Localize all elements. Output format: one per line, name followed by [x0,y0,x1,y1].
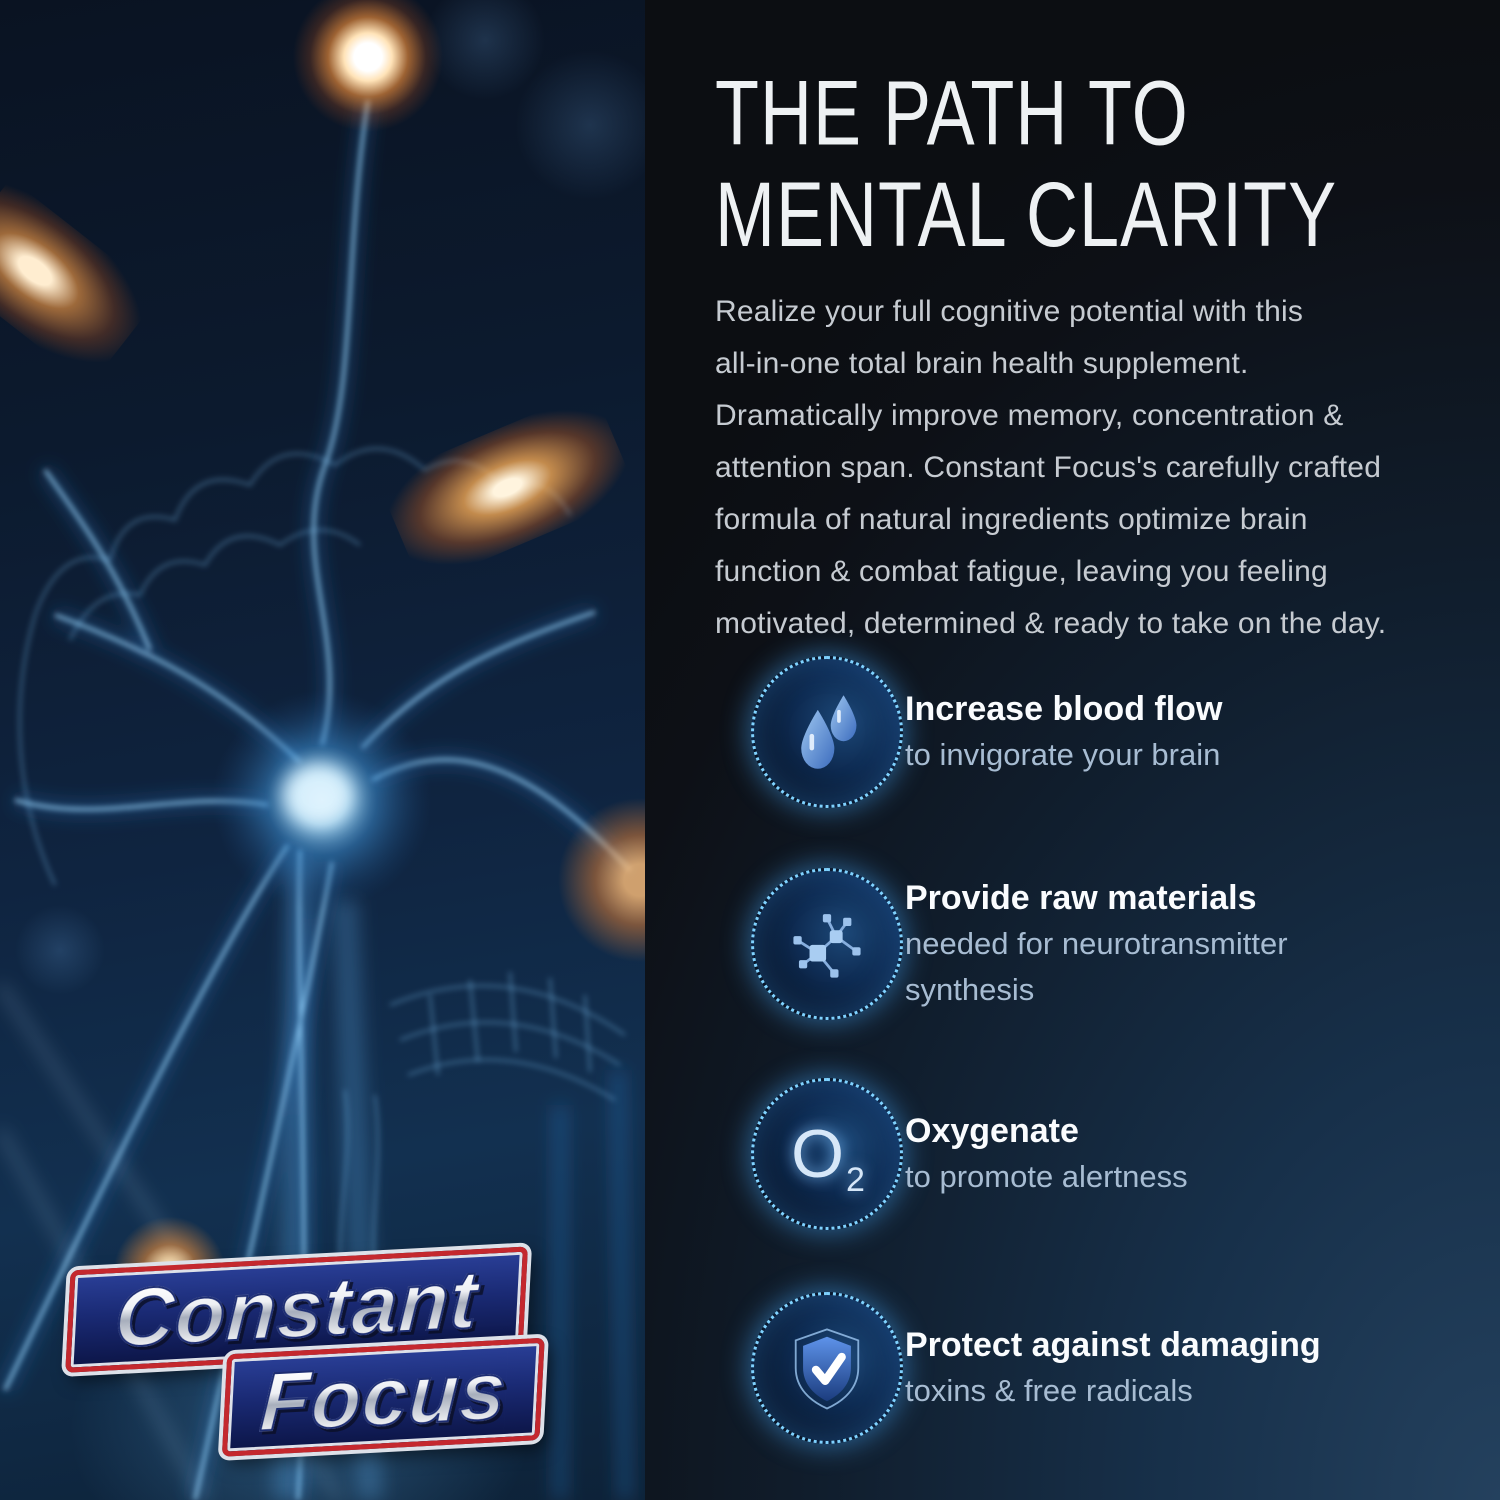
intro-line: Realize your full cognitive potential wi… [715,295,1304,328]
intro-line: function & combat fatigue, leaving you f… [715,555,1328,588]
benefit-subtitle: to promote alertness [905,1159,1188,1194]
benefit-title: Provide raw materials [905,879,1257,917]
benefit-row-raw-materials: Provide raw materials needed for neurotr… [645,864,1500,1024]
neuron-photo: Constant Focus [0,0,645,1500]
benefit-row-oxygenate: O2 Oxygenate to promote alertness [645,1074,1500,1234]
page-title-line2: MENTAL CLARITY [715,163,1338,267]
water-drops-icon [801,695,857,769]
brand-logo: Constant Focus [65,1246,554,1465]
benefit-subtitle: toxins & free radicals [905,1373,1193,1408]
benefit-subtitle: needed for neurotransmitter synthesis [905,926,1288,1007]
logo-word-focus: Focus [257,1343,510,1452]
benefit-title: Oxygenate [905,1112,1079,1150]
benefit-icon-circle [751,1292,903,1444]
molecule-icon [793,914,861,978]
benefit-icon-circle [751,656,903,808]
benefit-icon-circle [751,868,903,1020]
benefit-row-blood-flow: Increase blood flow to invigorate your b… [645,652,1500,812]
benefit-icon-circle: O2 [751,1078,903,1230]
oxygen-o2-icon: O2 [791,1116,865,1199]
benefit-title: Protect against damaging [905,1326,1321,1364]
benefit-text: Increase blood flow to invigorate your b… [905,686,1385,778]
page-title: THE PATH TO MENTAL CLARITY [715,62,1338,267]
benefit-text: Provide raw materials needed for neurotr… [905,875,1385,1013]
benefit-text: Protect against damaging toxins & free r… [905,1322,1385,1414]
benefit-subtitle: to invigorate your brain [905,737,1221,772]
intro-line: all-in-one total brain health supplement… [715,347,1249,380]
benefit-row-protect: Protect against damaging toxins & free r… [645,1288,1500,1448]
intro-line: formula of natural ingredients optimize … [715,503,1308,536]
benefit-title: Increase blood flow [905,690,1223,728]
benefit-text: Oxygenate to promote alertness [905,1108,1385,1200]
intro-line: motivated, determined & ready to take on… [715,607,1387,640]
logo-plate-focus: Focus [221,1337,545,1457]
content-panel: THE PATH TO MENTAL CLARITY Realize your … [645,0,1500,1500]
intro-line: Dramatically improve memory, concentrati… [715,399,1344,432]
page-title-line1: THE PATH TO [715,62,1189,166]
intro-line: attention span. Constant Focus's careful… [715,451,1382,484]
intro-paragraph: Realize your full cognitive potential wi… [715,286,1386,650]
shield-check-icon [794,1328,860,1410]
